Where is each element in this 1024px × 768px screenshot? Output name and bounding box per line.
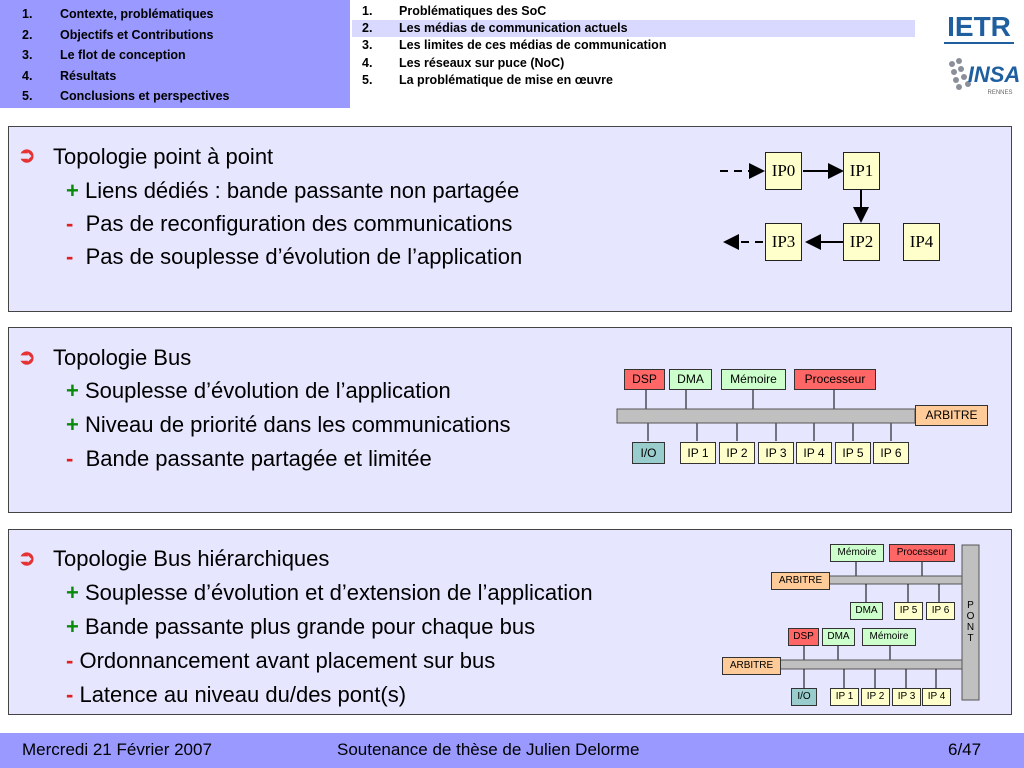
dma-block: DMA	[669, 369, 712, 390]
outline-item[interactable]: 5.Conclusions et perspectives	[22, 89, 230, 103]
panel3-title: Topologie Bus hiérarchiques	[53, 546, 330, 571]
bullet-arrow-icon: ➲	[18, 346, 36, 369]
ip-block: IP 3	[892, 688, 921, 706]
svg-text:INSA: INSA	[968, 62, 1020, 87]
footer-date: Mercredi 21 Février 2007	[22, 740, 212, 759]
dma-block: DMA	[850, 602, 883, 620]
ip-block: IP 1	[830, 688, 859, 706]
outline-sub: 1.Problématiques des SoC 2.Les médias de…	[352, 0, 915, 108]
outline-item[interactable]: 2.Objectifs et Contributions	[22, 27, 214, 42]
ip0-node: IP0	[765, 152, 802, 190]
arbitre-block: ARBITRE	[771, 572, 830, 590]
outline-sub-item[interactable]: 1.Problématiques des SoC	[362, 4, 547, 18]
outline-item[interactable]: 1.Contexte, problématiques	[22, 7, 214, 21]
bullet-arrow-icon: ➲	[18, 547, 36, 570]
point-to-point-diagram	[720, 163, 869, 250]
panel3-item: + Bande passante plus grande pour chaque…	[66, 614, 536, 639]
panel3-item: - Latence au niveau du/des pont(s)	[66, 682, 407, 707]
svg-text:IETR: IETR	[947, 11, 1011, 42]
io-block: I/O	[791, 688, 817, 706]
page-number: 6/47	[948, 740, 982, 759]
ip-block: IP 6	[926, 602, 955, 620]
outline-sub-item[interactable]: 5.La problématique de mise en œuvre	[362, 72, 613, 87]
panel1-item: - Pas de reconfiguration des communicati…	[66, 211, 513, 236]
ip-block: IP 2	[861, 688, 890, 706]
ip-block: IP 4	[796, 442, 832, 464]
ip-block: IP 6	[873, 442, 909, 464]
processeur-block: Processeur	[889, 544, 955, 562]
panel1-item: - Pas de souplesse d’évolution de l’appl…	[66, 244, 523, 269]
memoire-block: Mémoire	[862, 628, 916, 646]
ip-block: IP 4	[922, 688, 951, 706]
panel3-item: - Ordonnancement avant placement sur bus	[66, 648, 496, 673]
dsp-block: DSP	[624, 369, 665, 390]
footer-title: Soutenance de thèse de Julien Delorme	[337, 740, 640, 759]
ip-block: IP 5	[835, 442, 871, 464]
io-block: I/O	[632, 442, 665, 464]
ip1-node: IP1	[843, 152, 880, 190]
ietr-logo: IETR	[940, 6, 1018, 48]
hierarchical-bus-diagram	[779, 544, 980, 701]
memoire-block: Mémoire	[721, 369, 786, 390]
outline-item[interactable]: 3.Le flot de conception	[22, 48, 186, 62]
ip3-node: IP3	[765, 223, 802, 261]
ip-block: IP 3	[758, 442, 794, 464]
bullet-arrow-icon: ➲	[18, 144, 36, 167]
panel2-item: + Souplesse d’évolution de l’application	[66, 378, 451, 403]
panel2-item: + Niveau de priorité dans les communicat…	[66, 412, 511, 437]
svg-text:RENNES: RENNES	[987, 90, 1012, 96]
panel2-item: - Bande passante partagée et limitée	[66, 446, 432, 471]
dsp-block: DSP	[788, 628, 819, 646]
processeur-block: Processeur	[794, 369, 876, 390]
ip4-node: IP4	[903, 223, 940, 261]
memoire-block: Mémoire	[830, 544, 884, 562]
bus-diagram	[616, 390, 916, 441]
arbitre-block: ARBITRE	[722, 657, 781, 675]
arbitre-block: ARBITRE	[915, 405, 988, 426]
outline-item[interactable]: 4.Résultats	[22, 68, 117, 83]
dma-block: DMA	[822, 628, 855, 646]
footer: Mercredi 21 Février 2007 Soutenance de t…	[0, 733, 1024, 768]
panel1-item: + Liens dédiés : bande passante non part…	[66, 178, 520, 203]
panel3-item: + Souplesse d’évolution et d’extension d…	[66, 580, 593, 605]
outline-sub-item-current[interactable]: 2.Les médias de communication actuels	[352, 20, 915, 38]
ip2-node: IP2	[843, 223, 880, 261]
outline-sub-item[interactable]: 4.Les réseaux sur puce (NoC)	[362, 55, 565, 70]
outline-sub-item[interactable]: 3.Les limites de ces médias de communica…	[362, 38, 667, 53]
ip-block: IP 5	[894, 602, 923, 620]
insa-logo: INSA RENNES	[944, 54, 1020, 98]
outline-main: 1.Contexte, problématiques 2.Objectifs e…	[0, 0, 350, 108]
ip-block: IP 2	[719, 442, 755, 464]
panel1-title: Topologie point à point	[53, 144, 274, 169]
ip-block: IP 1	[680, 442, 716, 464]
panel2-title: Topologie Bus	[53, 345, 192, 370]
